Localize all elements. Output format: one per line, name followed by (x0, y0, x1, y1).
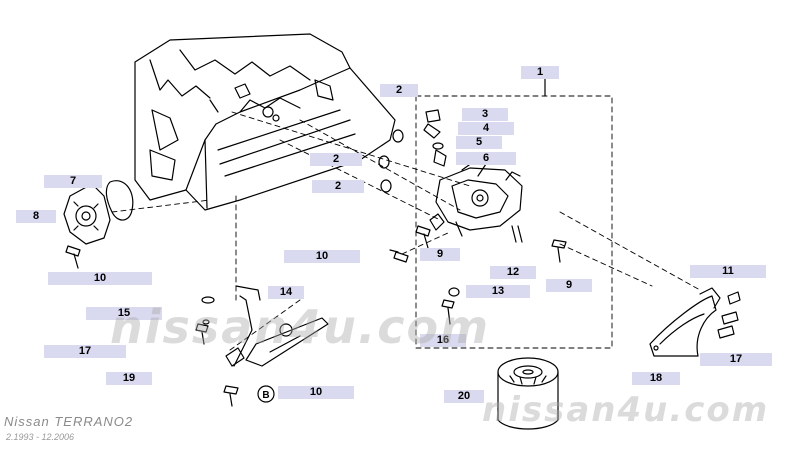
callout-2-o-ring-lower[interactable]: 2 (312, 180, 364, 193)
bolt-part-9-right (551, 239, 567, 263)
callout-20-oil-filter[interactable]: 20 (444, 390, 484, 403)
oil-strainer-part-14 (233, 285, 329, 367)
oil-filter-part-20 (497, 357, 559, 430)
callout-10-bolt-bottom[interactable]: 10 (278, 386, 354, 399)
baffle-part-18 (649, 287, 721, 357)
callout-17-bolt-left[interactable]: 17 (44, 345, 126, 358)
callout-2-o-ring-middle[interactable]: 2 (310, 153, 362, 166)
bolt-part-9-upper (415, 225, 431, 249)
bolt-part-10-bottom (223, 385, 239, 407)
regulator-valve-stack (423, 109, 447, 167)
oil-pump-body (429, 159, 523, 243)
callout-8-sprocket[interactable]: 8 (16, 210, 56, 223)
bolt-part-10-center (389, 249, 409, 263)
callout-7-gasket[interactable]: 7 (44, 175, 102, 188)
washer-part-13 (448, 287, 460, 297)
bolt-part-17-left (195, 323, 209, 345)
callout-9-bolt-right[interactable]: 9 (546, 279, 592, 292)
callout-3-plug[interactable]: 3 (462, 108, 508, 121)
callout-6-valve[interactable]: 6 (456, 152, 516, 165)
callout-11-bolt[interactable]: 11 (690, 265, 766, 278)
engine-block (134, 33, 396, 211)
o-ring-part-2-top (392, 129, 404, 143)
gasket-part-15 (201, 296, 215, 304)
callout-19-bracket[interactable]: 19 (106, 372, 152, 385)
callout-15-gasket[interactable]: 15 (86, 307, 162, 320)
callout-10-bolt-left[interactable]: 10 (48, 272, 152, 285)
callout-4-washer[interactable]: 4 (458, 122, 514, 135)
o-ring-part-2-lower (380, 179, 392, 193)
callout-12-pin[interactable]: 12 (490, 266, 536, 279)
bolt-part-17-right (717, 325, 735, 339)
sprocket-part-8 (63, 183, 111, 245)
gasket-part-7 (105, 180, 134, 221)
circle-mark-b: B (257, 385, 275, 403)
callout-13-washer[interactable]: 13 (466, 285, 530, 298)
callout-17-bolt-right[interactable]: 17 (700, 353, 772, 366)
assembly-bracket-1 (415, 77, 613, 349)
callout-2-o-ring-top[interactable]: 2 (380, 84, 418, 97)
callout-10-bolt-center[interactable]: 10 (284, 250, 360, 263)
callout-18-baffle[interactable]: 18 (632, 372, 680, 385)
callout-16-bolt[interactable]: 16 (420, 334, 466, 347)
bracket-part-19 (225, 347, 245, 367)
callout-14-strainer[interactable]: 14 (268, 286, 304, 299)
bolt-part-11 (721, 291, 741, 325)
callout-9-bolt-upper[interactable]: 9 (420, 248, 460, 261)
brand-model-label: Nissan TERRANO2 (4, 414, 134, 429)
svg-text:B: B (262, 390, 269, 401)
production-range-label: 2.1993 - 12.2006 (6, 432, 75, 442)
washer-part-15 (202, 319, 210, 325)
bolt-part-10-left (65, 245, 81, 269)
callout-1-oil-pump-assembly[interactable]: 1 (521, 66, 559, 79)
o-ring-part-2-middle (378, 155, 390, 169)
callout-5-spring[interactable]: 5 (456, 136, 502, 149)
bolt-part-16 (441, 299, 455, 325)
